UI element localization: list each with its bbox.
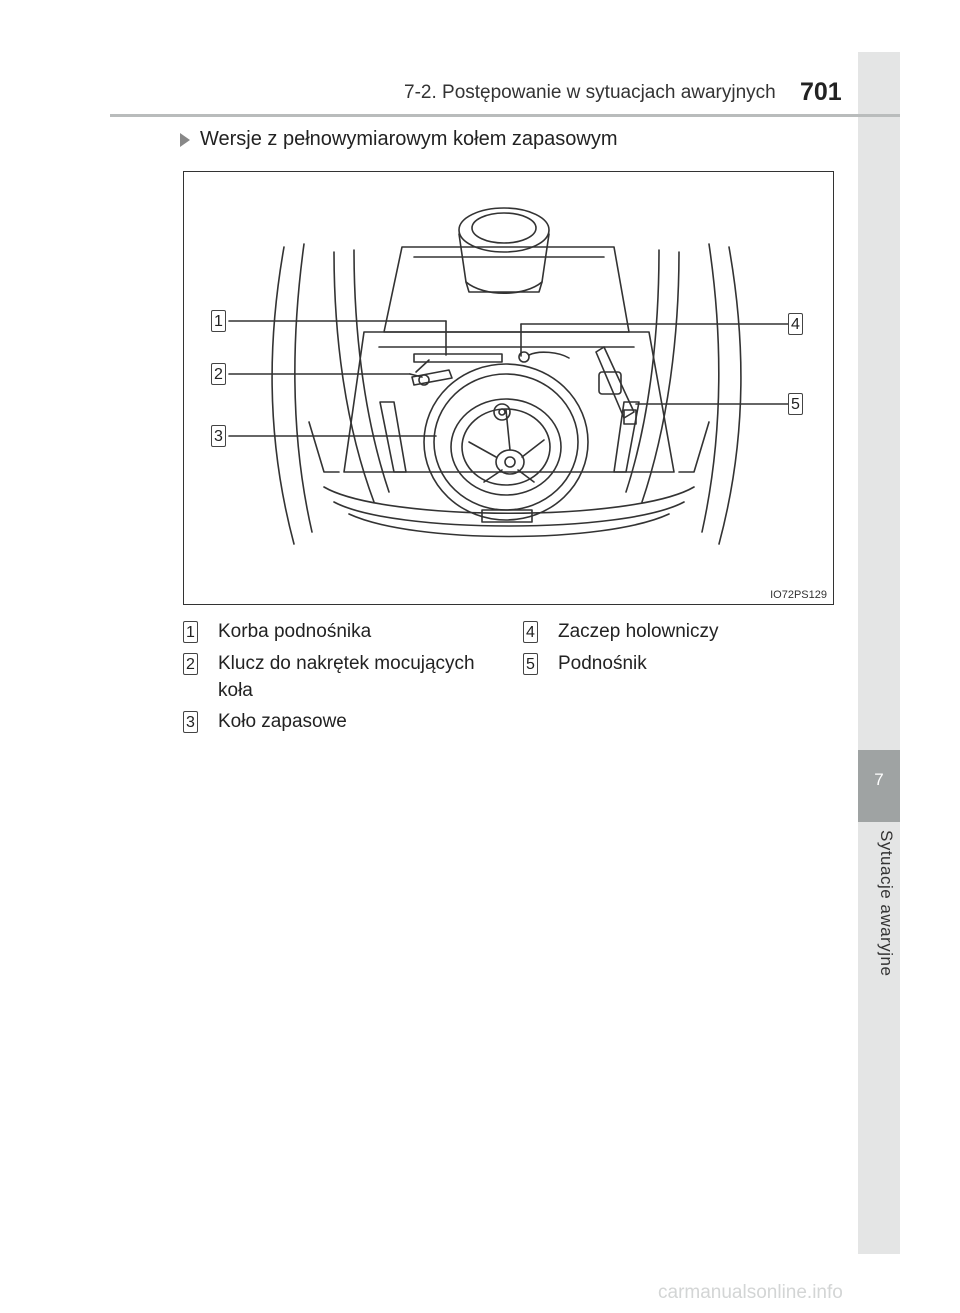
- section-heading-text: Wersje z pełnowymiarowym kołem zapasowym: [200, 128, 618, 150]
- figure-code: IO72PS129: [770, 589, 827, 601]
- legend-num-5: 5: [523, 653, 538, 675]
- triangle-bullet-icon: [180, 132, 190, 147]
- watermark: carmanualsonline.info: [658, 1282, 843, 1303]
- legend-text-1: Korba podnośnika: [218, 621, 372, 642]
- legend-text-2: Klucz do nakrętek mocujących koła: [218, 653, 475, 701]
- trunk-illustration: 1 2 3 4 5 IO72PS129: [183, 171, 834, 605]
- chapter-number: 7: [874, 770, 884, 789]
- legend-text-3: Koło zapasowe: [218, 711, 347, 732]
- legend-text-5: Podnośnik: [558, 653, 647, 674]
- trunk-drawing: [228, 207, 789, 545]
- section-heading: Wersje z pełnowymiarowym kołem zapasowym: [180, 128, 618, 151]
- header-title: 7-2. Postępowanie w sytuacjach awaryjnyc…: [404, 82, 776, 103]
- figure-callout-1: 1: [211, 310, 226, 332]
- legend-num-4: 4: [523, 621, 538, 643]
- figure-callout-5: 5: [788, 393, 803, 415]
- chapter-tab[interactable]: [858, 750, 900, 822]
- header-rule: [110, 114, 900, 117]
- figure-callout-3: 3: [211, 425, 226, 447]
- chapter-sidebar: [858, 52, 900, 1254]
- page-number: 701: [800, 78, 842, 106]
- figure-callout-4: 4: [788, 313, 803, 335]
- legend-num-2: 2: [183, 653, 198, 675]
- figure-callout-2: 2: [211, 363, 226, 385]
- legend-num-3: 3: [183, 711, 198, 733]
- legend-text-4: Zaczep holowniczy: [558, 621, 719, 642]
- chapter-label: Sytuacje awaryjne: [877, 830, 896, 977]
- legend-num-1: 1: [183, 621, 198, 643]
